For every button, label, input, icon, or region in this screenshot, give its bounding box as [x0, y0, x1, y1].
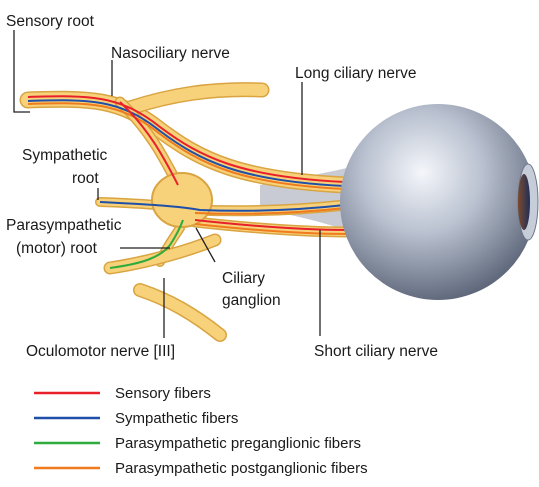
ciliary-ganglion [152, 173, 212, 227]
label-ciliary-ganglion-2: ganglion [222, 292, 281, 309]
legend-label-sensory: Sensory fibers [115, 385, 211, 402]
legend: Sensory fibers Sympathetic fibers Parasy… [34, 385, 368, 477]
label-sensory-root: Sensory root [6, 13, 95, 30]
label-sympathetic-root-2: root [72, 170, 99, 187]
label-nasociliary-nerve: Nasociliary nerve [111, 45, 230, 62]
legend-label-preganglionic: Parasympathetic preganglionic fibers [115, 435, 361, 452]
label-parasympathetic-root-1: Parasympathetic [6, 217, 122, 234]
label-oculomotor-nerve: Oculomotor nerve [III] [26, 343, 175, 360]
label-long-ciliary-nerve: Long ciliary nerve [295, 65, 416, 82]
label-parasympathetic-root-2: (motor) root [16, 240, 98, 257]
label-ciliary-ganglion-1: Ciliary [222, 270, 265, 287]
label-sympathetic-root-1: Sympathetic [22, 147, 108, 164]
legend-label-sympathetic: Sympathetic fibers [115, 410, 238, 427]
eyeball [340, 104, 536, 300]
legend-label-postganglionic: Parasympathetic postganglionic fibers [115, 460, 368, 477]
iris [518, 174, 530, 230]
label-short-ciliary-nerve: Short ciliary nerve [314, 343, 438, 360]
